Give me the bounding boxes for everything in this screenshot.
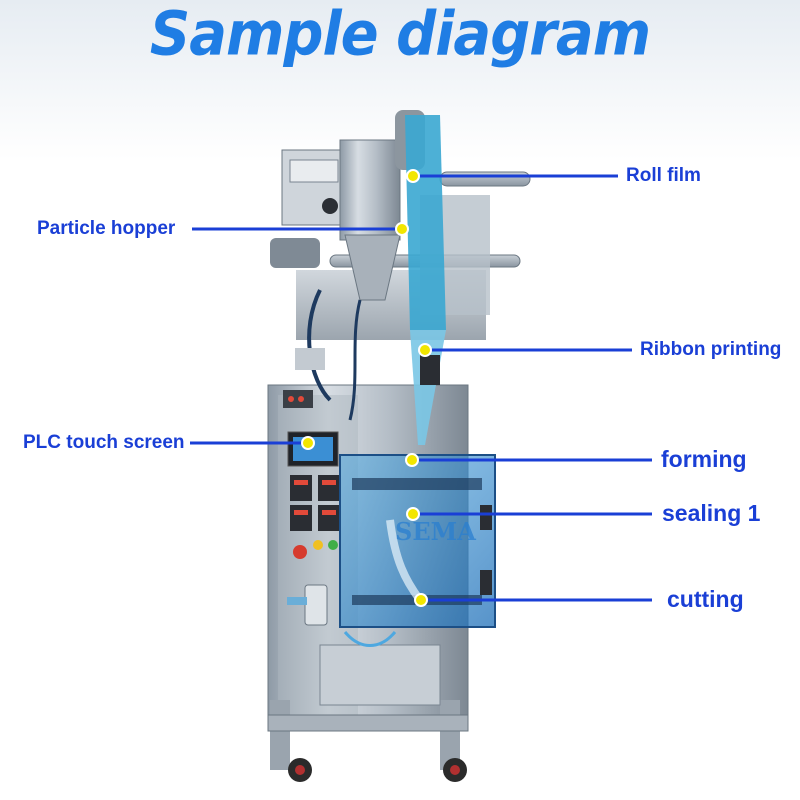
- label-forming: forming: [661, 446, 747, 472]
- label-sealing-1: sealing 1: [662, 500, 761, 526]
- label-particle-hopper: Particle hopper: [37, 218, 176, 239]
- marker-roll-film: [406, 169, 420, 183]
- marker-ribbon-printing: [418, 343, 432, 357]
- upper-frame: [270, 110, 531, 445]
- marker-particle-hopper: [395, 222, 409, 236]
- label-ribbon-printing: Ribbon printing: [640, 339, 782, 360]
- marker-sealing-1: [406, 507, 420, 521]
- sealing-chamber: [339, 454, 496, 647]
- brand-mark: SEMA: [395, 517, 476, 546]
- label-cutting: cutting: [667, 586, 744, 612]
- page-title: Sample diagram: [149, 0, 651, 70]
- marker-plc-touch-screen: [301, 436, 315, 450]
- marker-cutting: [414, 593, 428, 607]
- leader-lines: [190, 174, 652, 602]
- marker-forming: [405, 453, 419, 467]
- markers: [301, 169, 432, 607]
- label-plc-touch-screen: PLC touch screen: [23, 432, 185, 453]
- label-roll-film: Roll film: [626, 165, 701, 186]
